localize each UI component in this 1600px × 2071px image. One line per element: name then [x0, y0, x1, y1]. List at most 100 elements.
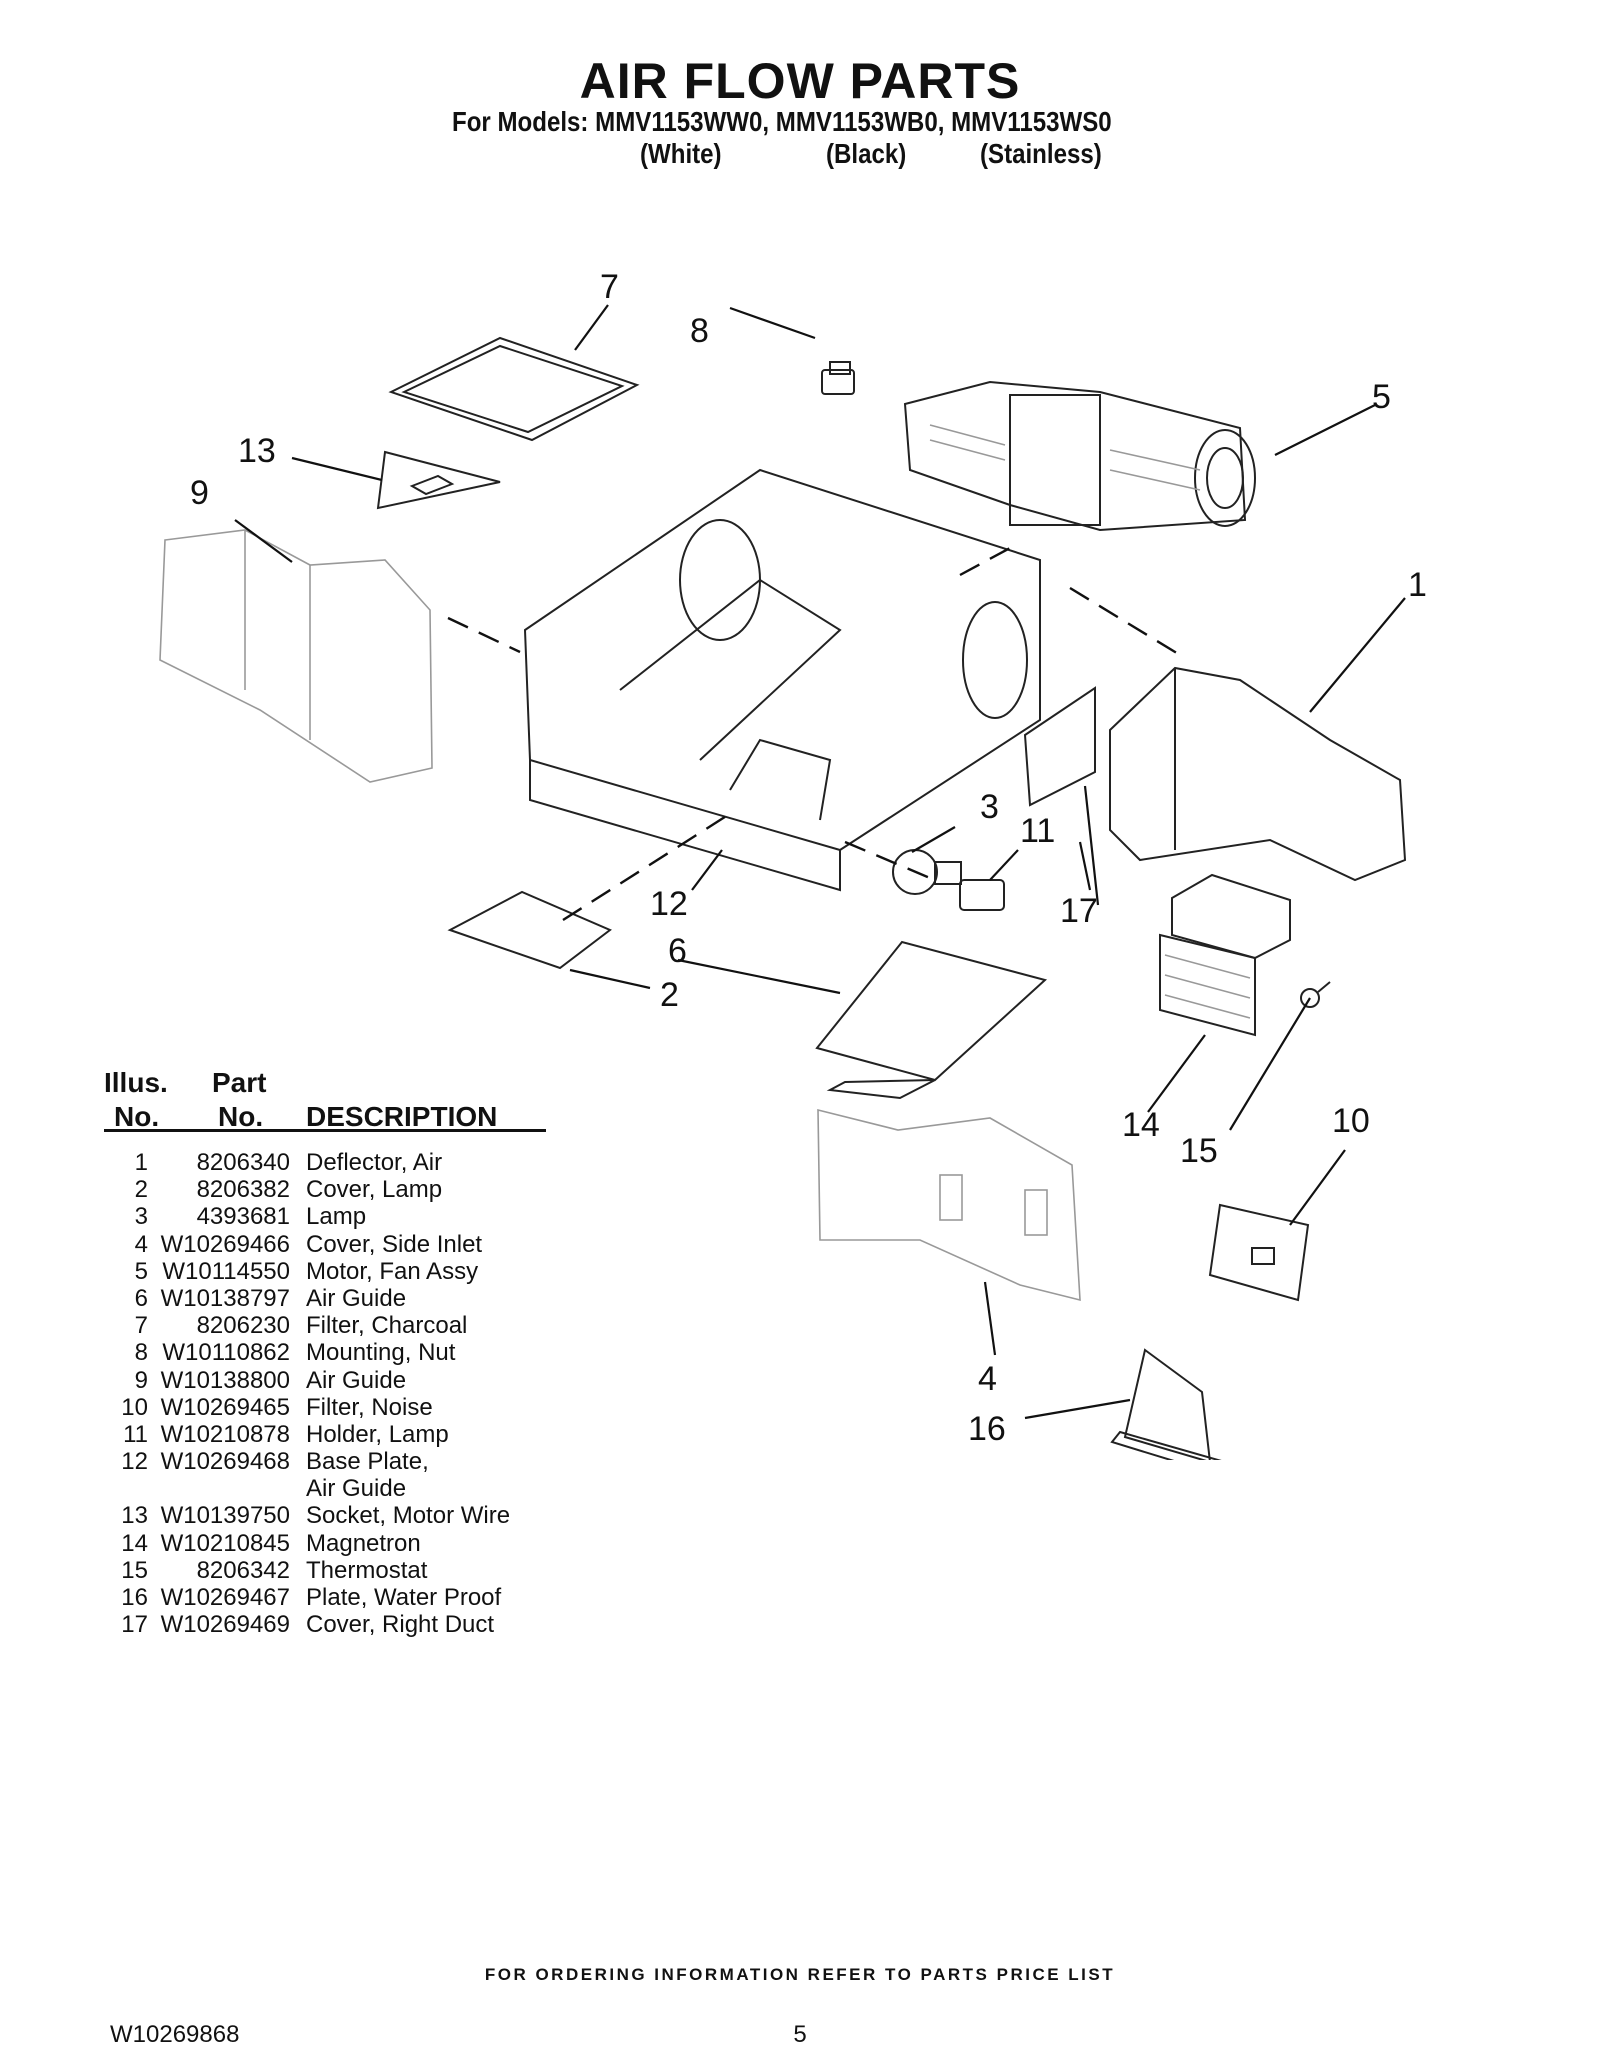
illus-number: 13	[121, 1502, 148, 1530]
ordering-note: FOR ORDERING INFORMATION REFER TO PARTS …	[484, 1965, 1116, 1984]
part-socket-motor-wire	[376, 450, 501, 510]
part-air-guide-plate	[815, 940, 1048, 1100]
callout-3: 3	[980, 788, 999, 826]
callout-11: 11	[1020, 812, 1055, 850]
part-number: W10138800	[160, 1366, 290, 1394]
callout-leader-lines	[234, 304, 1406, 1420]
illus-number: 7	[134, 1312, 148, 1340]
part-description: Holder, Lamp	[306, 1420, 449, 1448]
part-number: 8206342	[196, 1556, 290, 1584]
table-row: Air Guide	[104, 1475, 510, 1502]
page-title: AIR FLOW PARTS	[579, 53, 1021, 109]
illus-number: 15	[121, 1556, 148, 1584]
part-number: W10110862	[162, 1339, 290, 1367]
part-number: W10269468	[160, 1448, 290, 1476]
part-lamp-cover	[447, 890, 612, 970]
callout-14: 14	[1122, 1106, 1160, 1144]
part-number: 8206382	[196, 1176, 290, 1204]
part-air-guide-left	[159, 529, 433, 783]
illus-number: 14	[121, 1529, 148, 1557]
part-lamp-holder	[959, 879, 1005, 911]
part-fan-motor	[903, 380, 1256, 532]
illus-number: 6	[134, 1284, 148, 1312]
part-description: Filter, Charcoal	[306, 1312, 468, 1340]
finish-stainless: (Stainless)	[980, 138, 1102, 169]
part-number: W10210878	[160, 1420, 290, 1448]
illus-number: 3	[134, 1203, 148, 1231]
part-description: Cover, Side Inlet	[306, 1230, 483, 1258]
table-header-rule	[104, 1129, 546, 1132]
part-side-inlet-cover	[817, 1108, 1081, 1302]
part-number: W10269466	[160, 1230, 290, 1258]
illus-number: 16	[121, 1584, 148, 1611]
document-number: W10269868	[110, 2021, 240, 2048]
finish-black: (Black)	[826, 138, 907, 169]
callout-2: 2	[660, 976, 679, 1014]
table-row: 17 W10269469 Cover, Right Duct	[104, 1611, 510, 1638]
table-row: 13 W10139750 Socket, Motor Wire	[104, 1502, 510, 1529]
part-number: W10269467	[160, 1584, 290, 1611]
part-number	[148, 1475, 306, 1502]
models-line: For Models: MMV1153WW0, MMV1153WB0, MMV1…	[452, 106, 1112, 137]
part-charcoal-filter	[388, 336, 640, 442]
part-number: W10138797	[160, 1284, 290, 1312]
illus-number: 4	[134, 1230, 148, 1258]
exploded-parts-diagram: 7 8 5 13 9 1 3 11 17 12 6 2 14 15 10 4 1…	[159, 268, 1427, 1460]
part-description: Mounting, Nut	[306, 1339, 456, 1367]
illus-number: 9	[134, 1366, 148, 1394]
part-number: 4393681	[196, 1203, 290, 1231]
callout-10: 10	[1332, 1102, 1370, 1140]
callout-16: 16	[968, 1410, 1006, 1448]
part-description: Air Guide	[306, 1475, 407, 1503]
callout-4: 4	[978, 1360, 997, 1398]
illus-number	[104, 1475, 148, 1502]
part-number: W10139750	[160, 1502, 290, 1530]
part-base-chassis	[523, 468, 1041, 892]
callout-9: 9	[190, 474, 209, 512]
part-number: W10269465	[160, 1393, 290, 1421]
part-number: W10210845	[160, 1529, 290, 1557]
illus-number: 8	[134, 1339, 148, 1367]
part-description: Motor, Fan Assy	[306, 1257, 479, 1285]
callout-17: 17	[1060, 892, 1098, 930]
finish-white: (White)	[640, 138, 722, 169]
assembly-dashed-lines	[447, 546, 1181, 922]
illus-number: 10	[121, 1393, 148, 1421]
part-number: W10114550	[162, 1257, 290, 1285]
callout-8: 8	[690, 312, 709, 350]
part-description: Filter, Noise	[306, 1393, 433, 1421]
part-description: Cover, Right Duct	[306, 1611, 495, 1639]
part-noise-filter	[1208, 1203, 1310, 1302]
callout-1: 1	[1408, 566, 1427, 604]
table-row: 8 W10110862 Mounting, Nut	[104, 1339, 510, 1366]
table-row: 10 W10269465 Filter, Noise	[104, 1394, 510, 1421]
part-number: W10269469	[160, 1611, 290, 1639]
callout-7: 7	[600, 268, 619, 306]
part-air-deflector	[1109, 666, 1407, 882]
header-illus-line2: No.	[114, 1101, 160, 1132]
callout-12: 12	[650, 885, 688, 923]
callout-numbers: 7 8 5 13 9 1 3 11 17 12 6 2 14 15 10 4 1…	[190, 268, 1427, 1448]
header-description: DESCRIPTION	[306, 1101, 498, 1132]
part-description: Plate, Water Proof	[306, 1584, 502, 1611]
part-magnetron	[1159, 873, 1291, 1037]
part-thermostat	[1300, 981, 1331, 1008]
table-row: 4 W10269466 Cover, Side Inlet	[104, 1231, 510, 1258]
illus-number: 1	[134, 1149, 148, 1176]
part-description: Thermostat	[306, 1556, 428, 1584]
part-lamp	[892, 849, 962, 895]
table-row: 15 8206342 Thermostat	[104, 1557, 510, 1584]
part-description: Air Guide	[306, 1366, 407, 1394]
callout-13: 13	[238, 432, 276, 470]
illus-number: 17	[121, 1611, 148, 1639]
page-number: 5	[793, 2021, 807, 2048]
part-description: Socket, Motor Wire	[306, 1502, 511, 1530]
